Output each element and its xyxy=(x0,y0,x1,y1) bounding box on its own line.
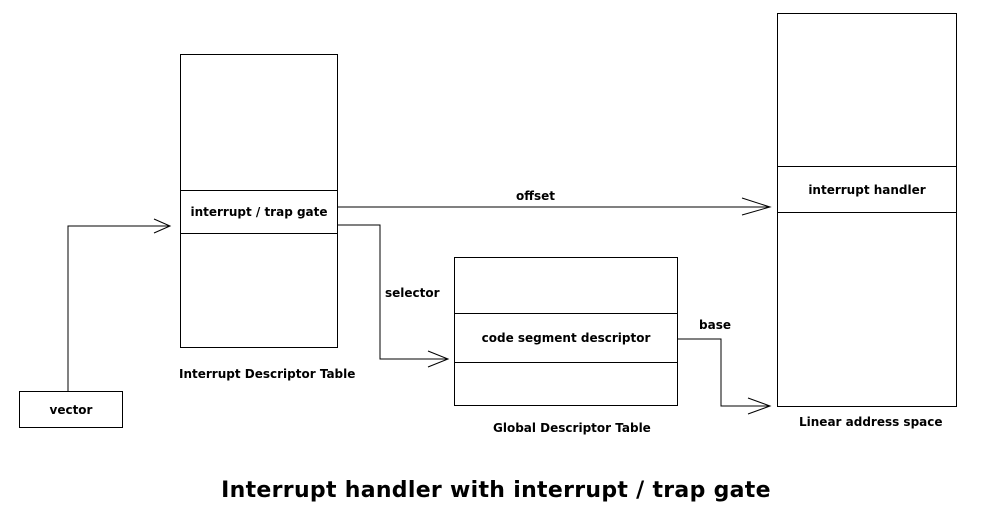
diagram-title: Interrupt handler with interrupt / trap … xyxy=(221,478,771,503)
offset-label: offset xyxy=(516,189,555,203)
global-descriptor-table: code segment descriptor xyxy=(454,257,678,406)
base-arrow-line xyxy=(678,338,770,407)
selector-arrow-line xyxy=(338,224,448,360)
offset-arrowhead xyxy=(741,197,772,216)
idt-gate-entry: interrupt / trap gate xyxy=(181,190,337,234)
interrupt-handler-entry: interrupt handler xyxy=(778,166,956,213)
idt-gate-label: interrupt / trap gate xyxy=(190,205,328,219)
vector-to-idt-line xyxy=(67,225,170,392)
gdt-code-segment-entry: code segment descriptor xyxy=(455,313,677,363)
vector-box: vector xyxy=(19,391,123,428)
base-label: base xyxy=(699,318,731,332)
base-arrowhead xyxy=(747,397,772,415)
vector-label: vector xyxy=(49,402,93,417)
linear-address-space: interrupt handler xyxy=(777,13,957,407)
interrupt-descriptor-table: interrupt / trap gate xyxy=(180,54,338,348)
selector-arrowhead xyxy=(427,350,450,368)
selector-label: selector xyxy=(385,286,440,300)
interrupt-handler-label: interrupt handler xyxy=(808,182,926,197)
idt-caption: Interrupt Descriptor Table xyxy=(179,367,356,381)
vector-to-idt-arrowhead xyxy=(153,218,172,234)
gdt-entry-label: code segment descriptor xyxy=(481,331,651,345)
gdt-caption: Global Descriptor Table xyxy=(493,421,651,435)
linear-caption: Linear address space xyxy=(799,415,943,429)
